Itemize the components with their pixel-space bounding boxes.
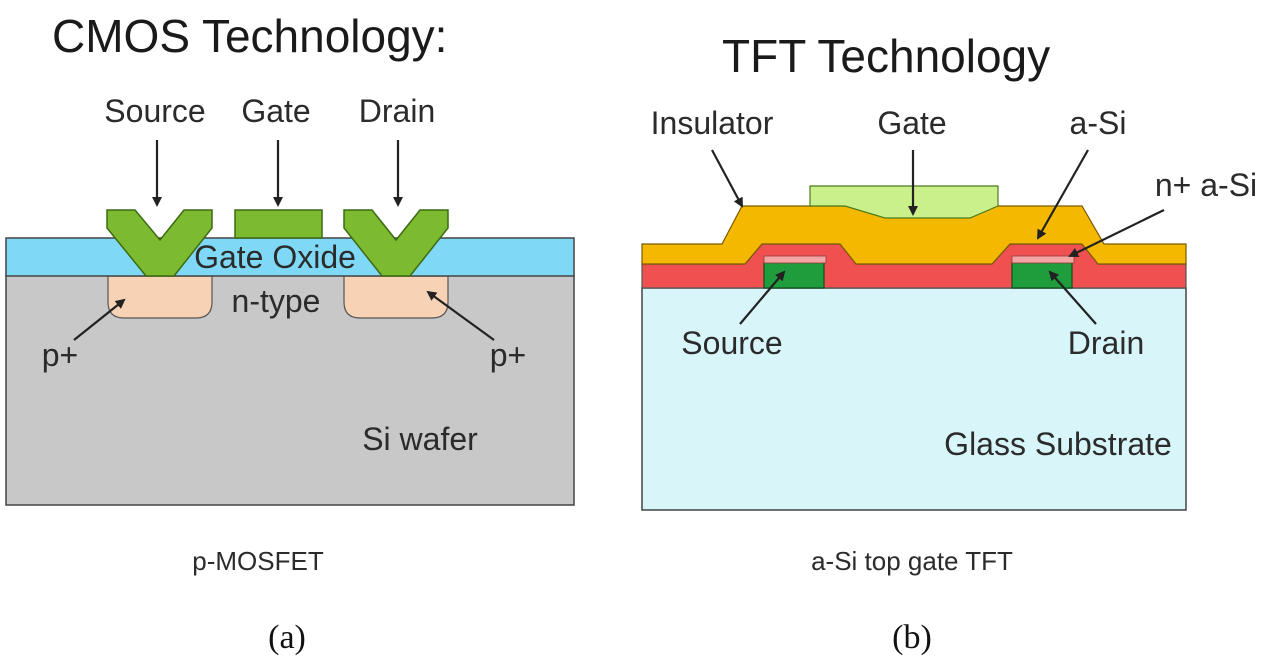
a-si-label: a-Si [1070,105,1127,141]
insulator-layer [641,205,1187,265]
p-plus-label-left: p+ [42,337,78,373]
n-plus-a-si-right [1011,255,1075,264]
p-plus-region-left [107,275,213,319]
tft-drain-contact [1011,261,1073,289]
cmos-gate-label: Gate [241,93,310,129]
panel-label-a: (a) [268,619,306,656]
tft-source-label: Source [681,325,782,361]
n-plus-a-si-label: n+ a-Si [1155,167,1257,203]
cmos-caption: p-MOSFET [192,546,324,576]
tft-source-arrow [739,270,786,325]
insulator-label: Insulator [651,105,774,141]
si-wafer-label: Si wafer [362,421,478,457]
insulator-arrow [711,149,743,208]
glass-substrate-layer [641,287,1187,511]
cmos-source-label: Source [104,93,205,129]
gate-electrode [234,209,323,239]
cmos-title: CMOS Technology: [52,10,447,62]
tft-gate-electrode [809,185,999,219]
cmos-panel: CMOS Technology: Source Gate Drain Gate … [5,10,575,656]
gate-oxide-layer [5,237,575,277]
p-plus-label-right: p+ [490,337,526,373]
p-plus-region-right [343,275,449,319]
tft-drain-label: Drain [1068,325,1144,361]
source-contact [106,209,213,277]
cmos-drain-label: Drain [359,93,435,129]
tft-panel: TFT Technology Insulator Gate a-Si n+ a-… [641,30,1257,656]
tft-drain-arrow [1048,270,1097,325]
gate-oxide-label: Gate Oxide [194,239,356,275]
panel-label-b: (b) [892,619,932,656]
tft-caption: a-Si top gate TFT [811,546,1013,576]
p-plus-arrow-left [73,298,126,341]
tft-title: TFT Technology [722,30,1050,82]
si-wafer-layer [5,274,575,506]
n-plus-a-si-left [763,255,827,264]
n-plus-a-si-arrow [1068,209,1165,257]
tft-gate-label: Gate [877,105,946,141]
drain-contact [343,209,449,277]
p-plus-arrow-right [426,290,495,341]
a-si-arrow [1037,149,1089,240]
n-type-label: n-type [232,283,321,319]
glass-substrate-label: Glass Substrate [944,426,1172,462]
